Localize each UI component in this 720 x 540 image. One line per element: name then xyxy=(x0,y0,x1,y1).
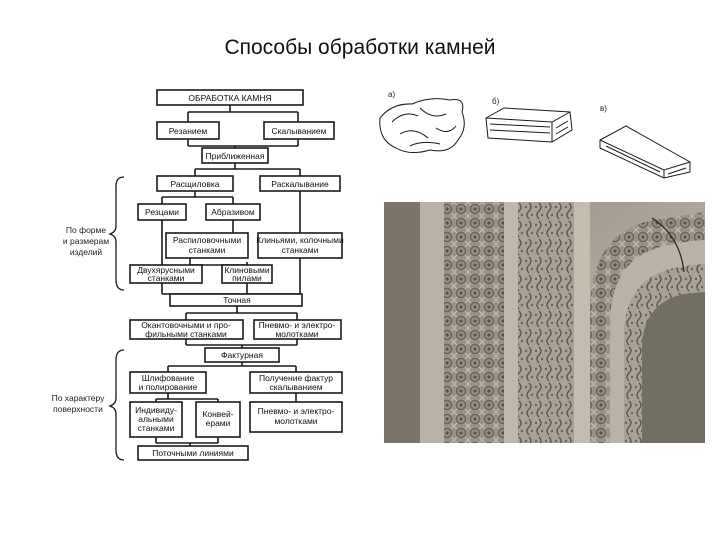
sketch-label-c: в) xyxy=(600,104,607,113)
box-wedge-machines: Клиньями, колочными станками xyxy=(256,232,344,259)
box-cutting: Резанием xyxy=(156,121,220,140)
side-label-surface-2: поверхности xyxy=(53,404,103,414)
svg-text:Резцами: Резцами xyxy=(145,207,179,217)
svg-text:пилами: пилами xyxy=(232,273,262,283)
svg-text:Конвей-: Конвей- xyxy=(202,409,233,419)
box-splitting: Скалыванием xyxy=(263,121,335,140)
box-pneumo-2: Пневмо- и электро- молотками xyxy=(249,401,343,433)
svg-text:Индивиду-: Индивиду- xyxy=(135,405,177,415)
brace-surface xyxy=(107,349,125,461)
svg-text:Точная: Точная xyxy=(223,295,251,305)
svg-text:Шлифование: Шлифование xyxy=(142,373,195,383)
svg-text:Скалыванием: Скалыванием xyxy=(271,126,326,136)
box-sawing: Расщиловка xyxy=(156,175,234,192)
side-label-surface-1: По характеру xyxy=(52,393,106,403)
svg-text:Фактурная: Фактурная xyxy=(221,350,263,360)
svg-text:Получение фактур: Получение фактур xyxy=(259,373,333,383)
side-label-shape-2: и размерам xyxy=(63,236,109,246)
sketch-slab: в) xyxy=(599,104,691,179)
svg-text:альными: альными xyxy=(138,414,174,424)
svg-text:молотками: молотками xyxy=(275,329,318,339)
svg-text:Распиловочными: Распиловочными xyxy=(173,235,242,245)
box-root: ОБРАБОТКА КАМНЯ xyxy=(156,89,304,106)
side-label-shape-3: изделий xyxy=(70,247,103,257)
box-approximate: Приближенная xyxy=(201,147,269,164)
side-label-shape-1: По форме xyxy=(66,225,106,235)
svg-text:Резанием: Резанием xyxy=(169,126,208,136)
svg-text:Абразивом: Абразивом xyxy=(211,207,255,217)
box-split-texture: Получение фактур скалыванием xyxy=(249,371,343,394)
box-conveyors: Конвей- ерами xyxy=(195,401,241,438)
svg-text:Пневмо- и электро-: Пневмо- и электро- xyxy=(259,320,336,330)
svg-text:Окантовочными и про-: Окантовочными и про- xyxy=(141,320,231,330)
svg-text:Двухярусными: Двухярусными xyxy=(137,265,195,275)
svg-text:Приближенная: Приближенная xyxy=(206,151,265,161)
svg-text:Расщиловка: Расщиловка xyxy=(170,179,219,189)
box-grinding: Шлифование и полирование xyxy=(129,371,207,394)
svg-text:Пневмо- и электро-: Пневмо- и электро- xyxy=(258,406,335,416)
sketch-block: б) xyxy=(485,97,573,143)
box-cutters: Резцами xyxy=(137,203,187,221)
svg-text:ОБРАБОТКА КАМНЯ: ОБРАБОТКА КАМНЯ xyxy=(188,93,271,103)
carved-stone-photo xyxy=(384,202,705,443)
box-individual: Индивиду- альными станками xyxy=(129,401,183,438)
svg-text:фильными станками: фильными станками xyxy=(145,329,227,339)
svg-text:Раскалывание: Раскалывание xyxy=(271,179,329,189)
page-title: Способы обработки камней xyxy=(224,36,496,59)
carved-stone-photo-art xyxy=(384,202,705,443)
box-saw-machines: Распиловочными станками xyxy=(165,232,249,259)
box-chipping: Раскалывание xyxy=(259,175,341,192)
svg-text:станками: станками xyxy=(189,245,226,255)
box-pneumo-1: Пневмо- и электро- молотками xyxy=(253,319,342,340)
svg-text:Поточными линиями: Поточными линиями xyxy=(152,448,234,458)
box-flow-lines: Поточными линиями xyxy=(137,445,249,461)
sketch-label-b: б) xyxy=(492,97,500,106)
svg-text:станками: станками xyxy=(138,423,175,433)
box-texture: Фактурная xyxy=(204,347,280,363)
box-double-tier: Двухярусными станками xyxy=(129,264,203,284)
svg-text:Клиновыми: Клиновыми xyxy=(224,265,270,275)
sketch-label-a: а) xyxy=(388,90,395,99)
box-edging: Окантовочными и про- фильными станками xyxy=(129,319,244,340)
svg-text:и полирование: и полирование xyxy=(139,382,198,392)
svg-text:Клиньями, колочными: Клиньями, колочными xyxy=(256,235,344,245)
svg-text:скалыванием: скалыванием xyxy=(269,382,322,392)
svg-text:молотками: молотками xyxy=(274,416,317,426)
brace-shape xyxy=(107,176,125,291)
svg-text:ерами: ерами xyxy=(206,418,231,428)
sketch-rough-stone: а) xyxy=(379,90,465,154)
svg-text:станками: станками xyxy=(148,273,185,283)
svg-text:станками: станками xyxy=(282,245,319,255)
box-abrasive: Абразивом xyxy=(205,203,261,221)
box-wedge-saws: Клиновыми пилами xyxy=(221,264,273,284)
box-precise: Точная xyxy=(169,293,303,307)
